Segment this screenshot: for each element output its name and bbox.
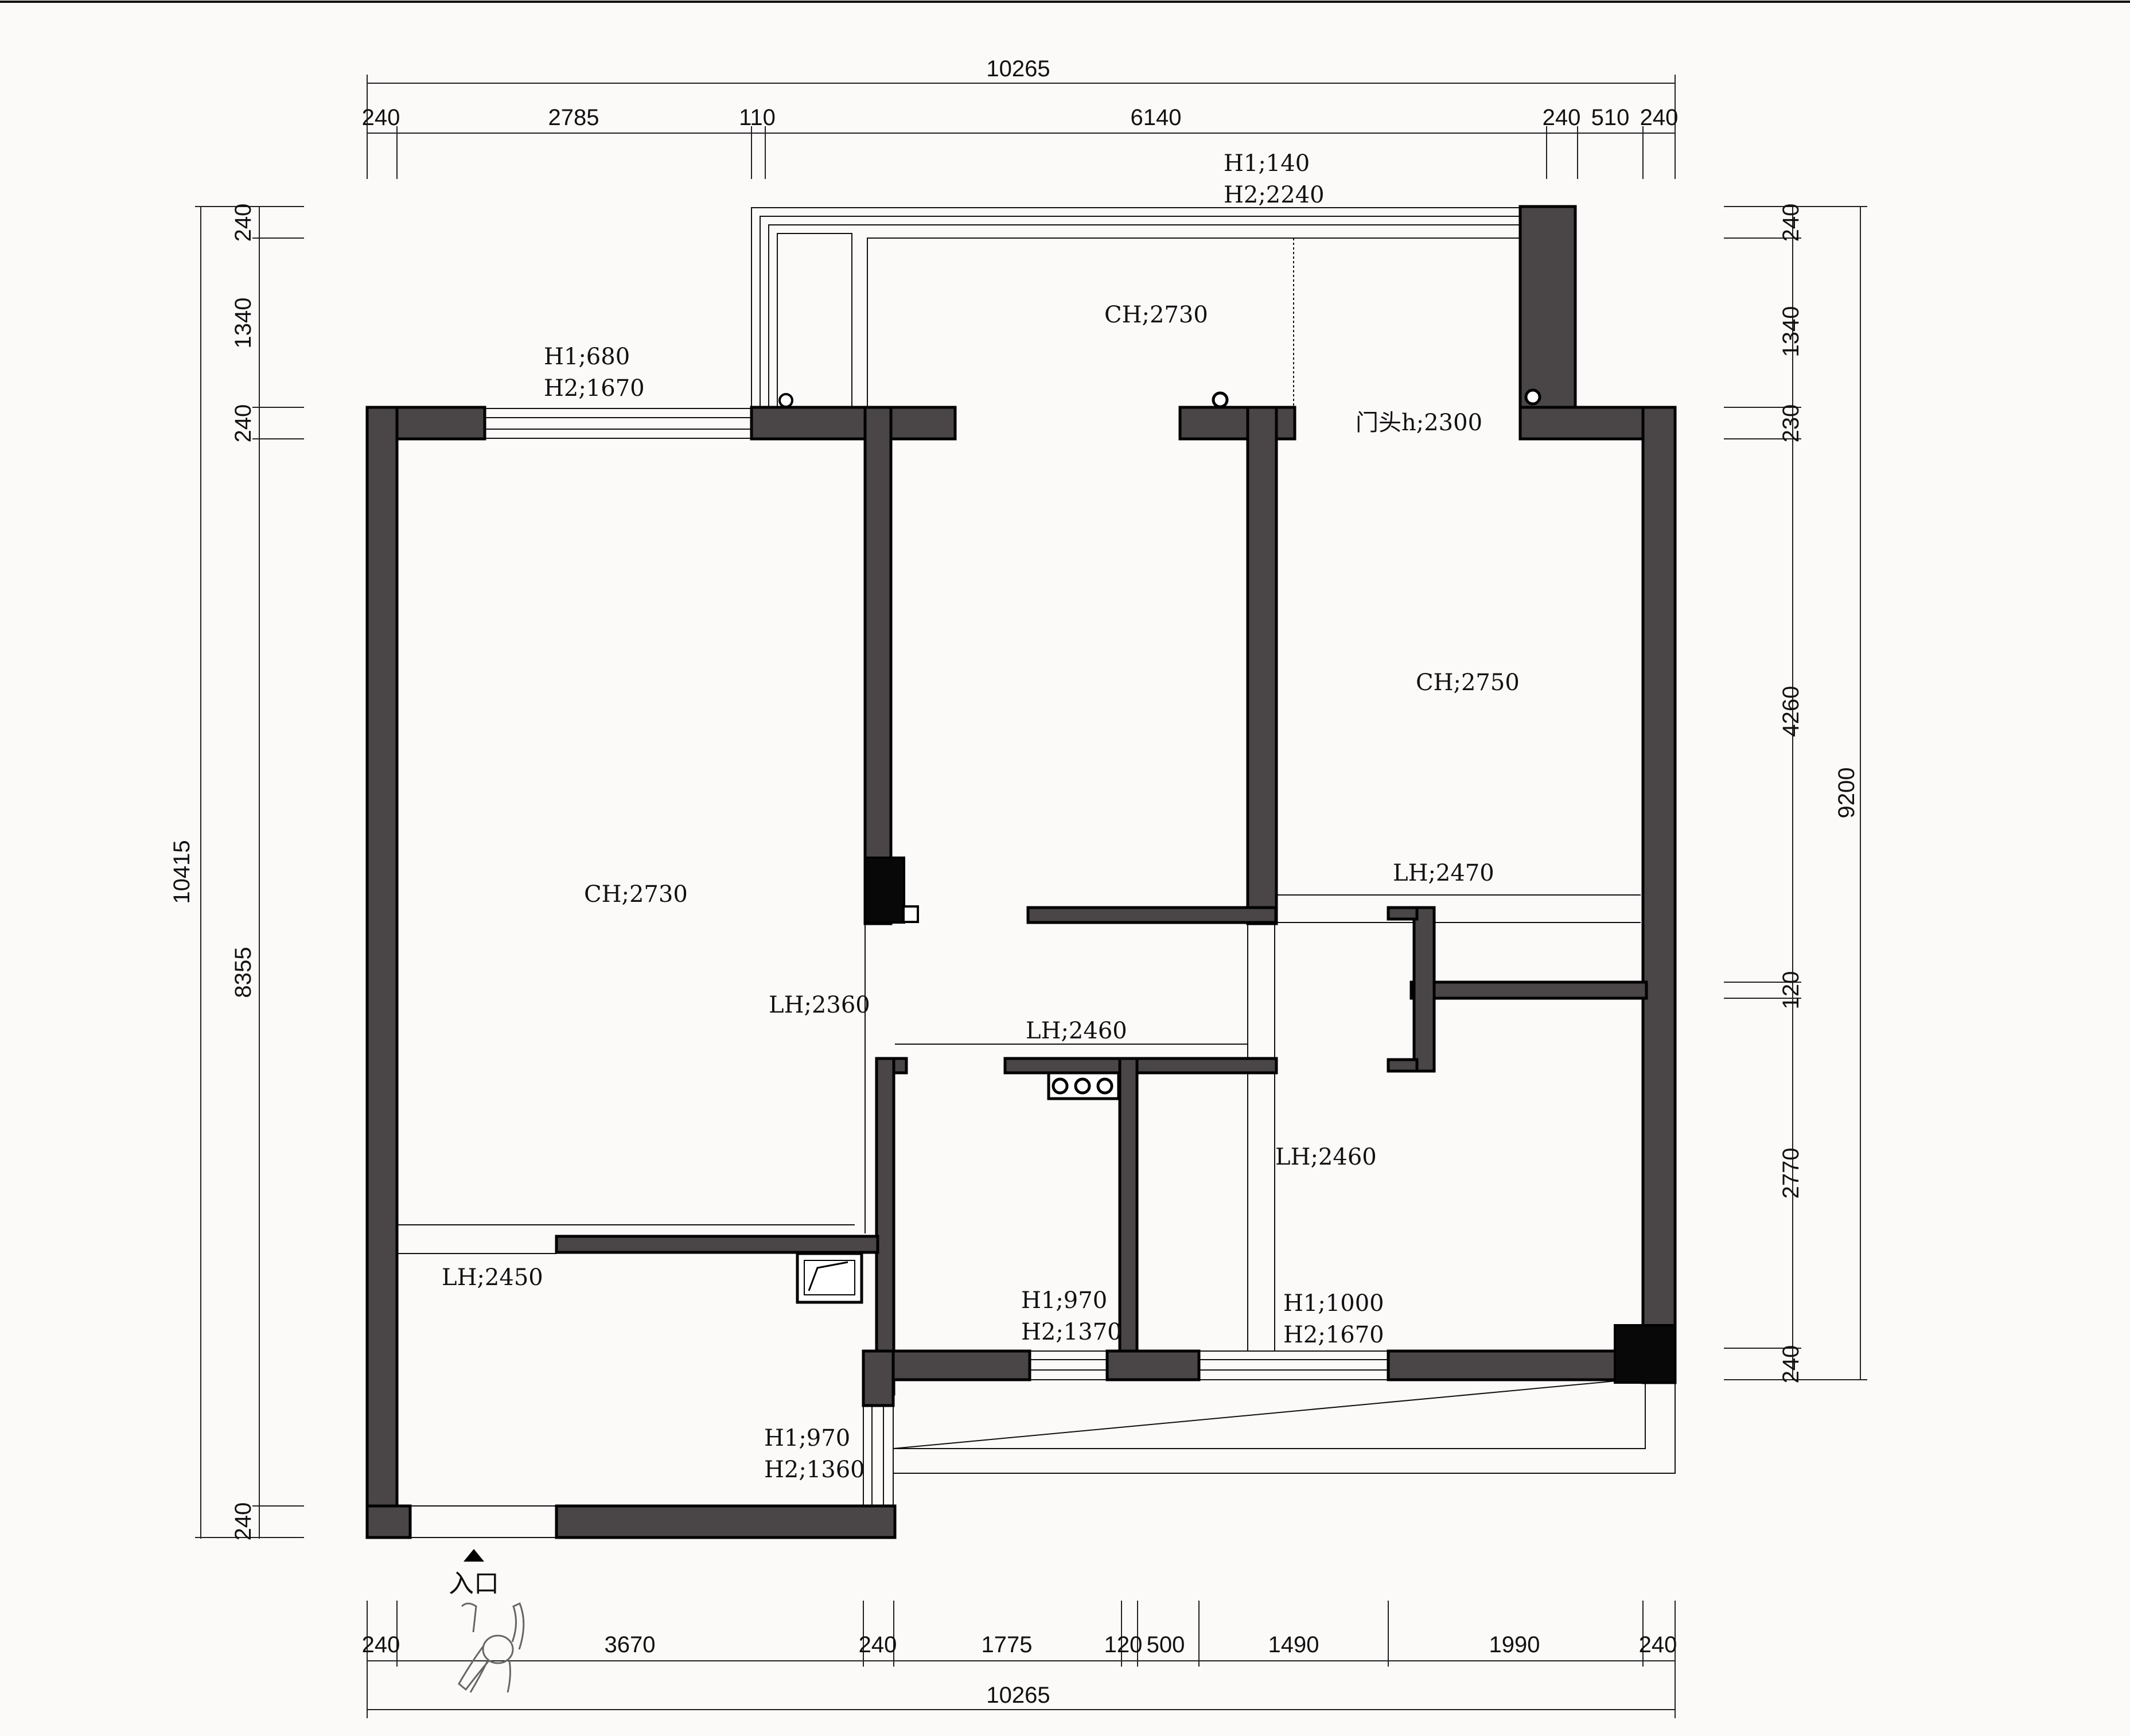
dim-bottom-8: 240 [1639, 1632, 1677, 1657]
dim-top-6: 240 [1640, 105, 1679, 130]
pipe-icon [778, 393, 793, 408]
dim-left-2: 240 [231, 404, 256, 443]
pipe-icon [1052, 1077, 1069, 1095]
dim-right-total: 9200 [1834, 768, 1859, 819]
balcony-ceiling-height: CH;2730 [1104, 302, 1208, 328]
dim-top-0: 240 [362, 105, 400, 130]
window-bedroom [1198, 1350, 1389, 1380]
dim-right-5: 2770 [1778, 1148, 1804, 1199]
electrical-box-icon [796, 1252, 863, 1304]
bottom-dimensions: 240 3670 240 1775 120 500 1490 1990 240 … [362, 1601, 1677, 1718]
balcony-railing [751, 207, 1549, 407]
person-icon [458, 1602, 525, 1693]
window-top-living [484, 408, 752, 439]
top-dimensions: 10265 240 2785 110 6140 240 510 240 [362, 56, 1679, 179]
dim-top-4: 240 [1543, 105, 1581, 130]
dim-top-1: 2785 [548, 105, 599, 130]
dim-bottom-2: 240 [859, 1632, 897, 1657]
beam-height-2470: LH;2470 [1393, 860, 1494, 886]
beam-height-2360: LH;2360 [769, 992, 870, 1018]
entrance: 入口 [449, 1549, 525, 1693]
dim-bottom-3: 1775 [982, 1632, 1033, 1657]
dim-right-2: 230 [1778, 404, 1804, 443]
dim-left-total: 10415 [169, 840, 194, 904]
dim-right-0: 240 [1778, 204, 1804, 242]
window-bedroom-h2: H2;1670 [1283, 1322, 1384, 1348]
pipe-icon [1212, 391, 1229, 408]
window-top-h2: H2;1670 [544, 375, 645, 402]
window-bottom-h2: H2;1360 [764, 1457, 865, 1483]
annotations: H1;140 H2;2240 CH;2730 H1;680 H2;1670 门头… [442, 150, 1520, 1483]
beam-lines [397, 894, 1641, 1351]
dim-right-4: 120 [1778, 971, 1804, 1010]
beam-height-2450: LH;2450 [442, 1264, 543, 1291]
window-top-h1: H1;680 [544, 344, 630, 370]
entrance-door [410, 1505, 557, 1538]
pipe-icons [778, 388, 1541, 1100]
dim-left-4: 240 [231, 1503, 256, 1541]
pipe-icon [1074, 1077, 1091, 1095]
right-dimensions: 240 1340 230 4260 120 2770 240 9200 [1724, 204, 1867, 1384]
door-head-height: 门头h;2300 [1356, 410, 1482, 436]
window-bottom-h1: H1;970 [764, 1425, 850, 1451]
balcony-h2: H2;2240 [1224, 182, 1325, 208]
pipe-icon [1096, 1077, 1113, 1095]
dim-top-5: 510 [1591, 105, 1630, 130]
living-ceiling-height: CH;2730 [584, 881, 688, 908]
dim-bottom-0: 240 [362, 1632, 400, 1657]
window-kitchen-h2: H2;1370 [1021, 1319, 1122, 1345]
window-kitchen [1029, 1350, 1108, 1380]
window-kitchen-h1: H1;970 [1021, 1287, 1107, 1314]
balcony-h1: H1;140 [1224, 150, 1310, 177]
entrance-arrow-icon [464, 1549, 484, 1562]
bottom-railing [893, 1379, 1676, 1474]
dim-bottom-5: 500 [1147, 1632, 1185, 1657]
bedroom-ceiling-height: CH;2750 [1416, 670, 1520, 696]
dim-top-3: 6140 [1131, 105, 1182, 130]
beam-height-2460-a: LH;2460 [1026, 1018, 1127, 1044]
entrance-label: 入口 [449, 1569, 499, 1598]
window-bottom [863, 1405, 894, 1507]
walls [365, 205, 1677, 1539]
dim-left-1: 1340 [231, 298, 256, 349]
dim-top-2: 110 [739, 105, 776, 130]
dim-bottom-7: 1990 [1489, 1632, 1540, 1657]
dim-left-3: 8355 [231, 947, 256, 998]
left-dimensions: 10415 240 1340 240 8355 240 [169, 204, 304, 1541]
dim-bottom-6: 1490 [1268, 1632, 1319, 1657]
pipe-icon [1524, 388, 1541, 406]
dim-right-3: 4260 [1778, 686, 1804, 737]
dim-top-total: 10265 [986, 56, 1050, 81]
beam-height-2460-b: LH;2460 [1275, 1144, 1377, 1170]
dim-bottom-4: 120 [1104, 1632, 1143, 1657]
dim-right-6: 240 [1778, 1345, 1804, 1384]
dim-bottom-1: 3670 [605, 1632, 656, 1657]
structural-columns [864, 857, 1676, 1384]
dim-right-1: 1340 [1778, 306, 1804, 357]
dim-bottom-total: 10265 [986, 1683, 1050, 1708]
dim-left-0: 240 [231, 204, 256, 242]
window-bedroom-h1: H1;1000 [1283, 1290, 1384, 1317]
